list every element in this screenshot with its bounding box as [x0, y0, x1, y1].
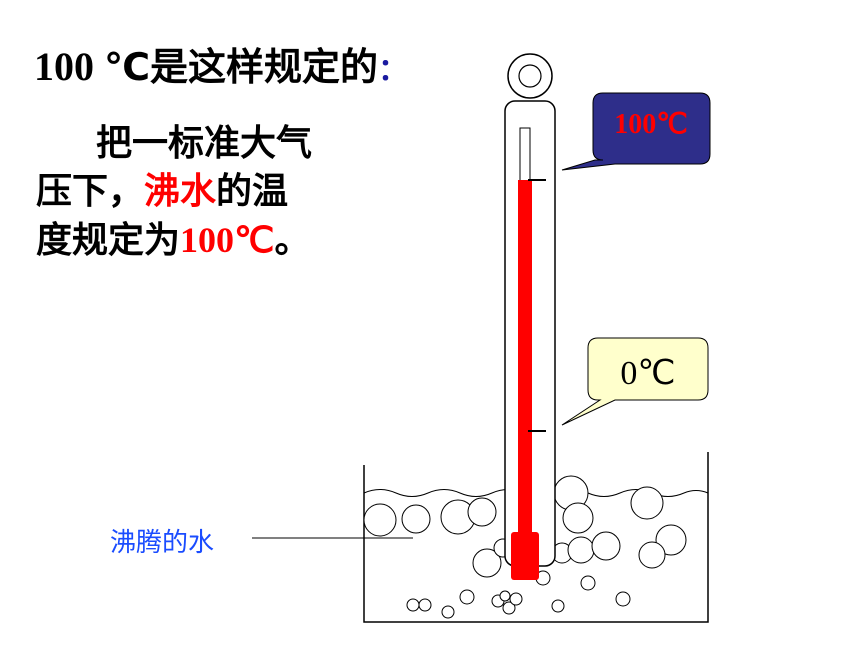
- definition-paragraph: 把一标准大气 压下，沸水的温 度规定为100℃。: [36, 120, 416, 265]
- bubble: [401, 504, 431, 534]
- hundred-degree-highlight: 100℃: [180, 220, 275, 260]
- bubble: [418, 598, 432, 612]
- mercury-column: [518, 180, 532, 540]
- bubble: [562, 502, 594, 534]
- bubble: [406, 598, 420, 612]
- bubble: [567, 536, 595, 564]
- bubble: [509, 592, 523, 606]
- bubble: [630, 486, 664, 520]
- bubble: [459, 589, 475, 605]
- thermometer-ring-hole: [518, 64, 542, 88]
- line3-text-a: 度规定为: [36, 220, 181, 261]
- boiling-water-label: 沸腾的水: [110, 528, 215, 558]
- bubbles: [363, 475, 687, 619]
- bubble: [467, 497, 497, 527]
- bubble: [441, 605, 455, 619]
- mercury-bulb: [511, 532, 539, 580]
- line1-text: 把一标准大气: [96, 123, 313, 164]
- callout-100: 100℃: [561, 92, 711, 171]
- bubble: [363, 503, 397, 537]
- paragraph-line-2: 压下，沸水的温: [36, 168, 416, 216]
- bubble: [551, 599, 565, 613]
- title-number: 100: [34, 44, 104, 89]
- title-text: ℃是这样规定的: [104, 45, 379, 89]
- boiling-water-highlight: 沸水: [144, 171, 217, 212]
- beaker-outline: [363, 452, 709, 623]
- page-title: 100 ℃是这样规定的：: [34, 36, 408, 91]
- line3-text-b: 。: [274, 220, 311, 261]
- line2-text-b: 的温: [216, 171, 289, 212]
- callout-0: 0℃: [561, 337, 709, 426]
- callout-100-text: 100℃: [614, 109, 687, 140]
- callout-100-shape: [561, 92, 711, 171]
- callout-0-text: 0℃: [620, 355, 675, 392]
- bubble: [615, 591, 631, 607]
- bubble: [591, 531, 621, 561]
- paragraph-line-1: 把一标准大气: [36, 120, 416, 168]
- callout-0-shape: [561, 337, 709, 426]
- title-colon: ：: [378, 53, 409, 88]
- bubble: [580, 575, 596, 591]
- bubble: [638, 541, 666, 569]
- paragraph-line-3: 度规定为100℃。: [36, 216, 416, 265]
- bubble: [499, 590, 511, 602]
- bubble: [502, 601, 516, 615]
- line2-text-a: 压下，: [36, 171, 145, 212]
- bubble: [655, 524, 687, 556]
- bubble: [472, 548, 502, 578]
